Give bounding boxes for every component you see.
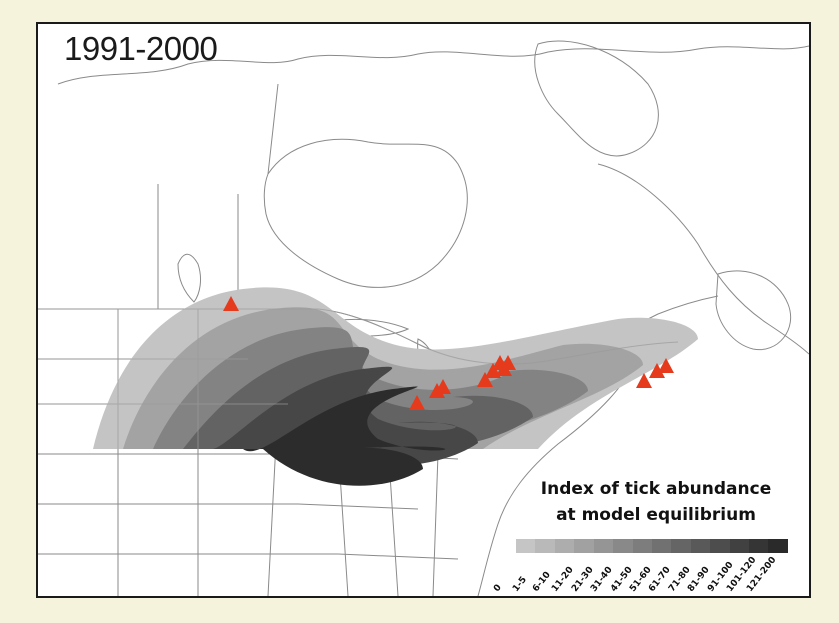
legend-swatch: [516, 539, 536, 553]
map-frame: 1991-2000 Index of tick abundance at mod…: [36, 22, 811, 598]
arctic-coast: [57, 45, 809, 85]
legend-swatch: [593, 539, 614, 553]
hudson-bay-coast: [263, 138, 468, 288]
legend-swatch: [574, 539, 594, 553]
newfoundland: [715, 270, 792, 351]
observation-marker: [496, 361, 512, 376]
observation-marker: [409, 395, 425, 410]
observation-marker: [636, 373, 652, 388]
legend-swatch: [632, 539, 652, 553]
observation-marker: [649, 363, 665, 378]
tick-observation-markers: [223, 296, 674, 410]
period-label: 1991-2000: [64, 30, 218, 67]
lake-winnipeg: [177, 253, 202, 303]
state-row-4: [38, 503, 419, 510]
baffin-island: [534, 40, 659, 157]
legend-swatch: [690, 539, 711, 553]
legend-swatch: [535, 539, 555, 553]
province-border-3: [267, 83, 279, 175]
tick-abundance-surface: [93, 287, 698, 486]
legend-title-line-2: at model equilibrium: [556, 505, 756, 525]
legend-color-scale: [516, 539, 788, 553]
observation-marker: [223, 296, 239, 311]
legend-swatch: [710, 539, 730, 553]
observation-marker: [435, 379, 451, 394]
legend-swatch: [651, 539, 672, 553]
legend-swatch: [554, 539, 575, 553]
legend-swatch: [768, 539, 788, 553]
border-overlay: [38, 308, 679, 449]
labrador-coast: [597, 163, 809, 355]
state-col-6: [432, 453, 439, 596]
abundance-band-6: [243, 386, 446, 486]
legend-swatch: [671, 539, 691, 553]
legend-title-line-1: Index of tick abundance: [540, 479, 772, 499]
legend-swatch: [749, 539, 769, 553]
legend-swatch: [729, 539, 750, 553]
state-row-5: [38, 553, 459, 560]
observation-marker: [658, 358, 674, 373]
observation-marker: [477, 372, 493, 387]
legend-swatch: [613, 539, 633, 553]
map-canvas: [38, 40, 809, 596]
atlantic-coast: [477, 353, 639, 596]
